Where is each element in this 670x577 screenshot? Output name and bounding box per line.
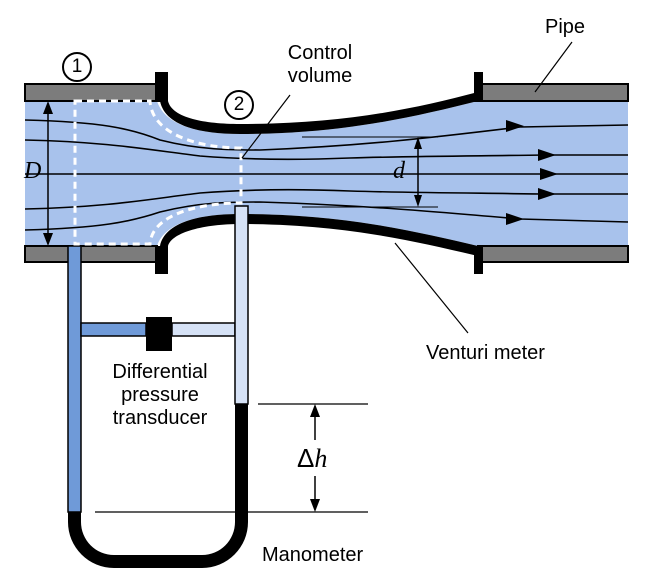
h-symbol: h — [314, 444, 328, 473]
station-2-label: 2 — [233, 94, 245, 115]
delta-h-arrow-top — [310, 404, 320, 417]
control-volume-leader — [241, 94, 291, 159]
delta-symbol: Δ — [297, 443, 315, 473]
flange-outlet-bottom — [474, 246, 483, 274]
venturi-meter-label: Venturi meter — [426, 342, 545, 364]
transducer-label-line2: pressure — [121, 384, 199, 406]
transducer-label-line3: transducer — [112, 407, 208, 429]
dimension-d-arrow-top — [414, 137, 422, 149]
venturi-wall-top — [160, 72, 478, 134]
control-volume-outline — [73, 99, 243, 246]
station-2-marker: 2 — [224, 90, 254, 120]
pipe-wall-bottom-left — [24, 245, 158, 263]
liquid-column-right — [235, 404, 248, 512]
dimension-D-arrow-top — [43, 101, 53, 114]
dimension-d-arrow-bottom — [414, 195, 422, 207]
delta-h-label: Δh — [297, 443, 327, 474]
pipe-wall-top-right — [477, 83, 629, 102]
control-volume-label-line1: Control — [287, 42, 353, 64]
venturi-wall-bottom — [160, 214, 478, 274]
manometer-label: Manometer — [262, 544, 364, 566]
streamline-arrows — [506, 120, 558, 225]
tube-left-vertical — [67, 245, 82, 513]
pipe-wall-top-left — [24, 83, 158, 102]
pipe-wall-bottom-right — [477, 245, 629, 263]
flange-outlet-top — [474, 72, 483, 102]
dimension-D-arrow-bottom — [43, 233, 53, 246]
control-volume-label-line2: volume — [287, 65, 353, 87]
delta-h-arrow-bottom — [310, 499, 320, 512]
diameter-d-label: d — [393, 158, 405, 184]
diameter-D-label: D — [24, 158, 42, 184]
venturi-meter-leader — [394, 242, 469, 334]
pipe-leader — [534, 41, 573, 93]
transducer-label: Differential pressure transducer — [90, 361, 230, 430]
tube-connector-left — [80, 322, 147, 337]
transducer-label-line1: Differential — [112, 361, 208, 383]
station-1-marker: 1 — [62, 52, 92, 82]
manometer-u-bend — [68, 512, 248, 568]
transducer-block — [146, 317, 172, 351]
station-1-label: 1 — [71, 56, 83, 77]
tube-connector-right — [171, 322, 236, 337]
tube-right-vertical — [234, 205, 249, 405]
flange-inlet-top — [155, 72, 164, 102]
flange-inlet-bottom — [155, 246, 164, 274]
pipe-label: Pipe — [545, 16, 586, 38]
control-volume-label: Control volume — [270, 42, 370, 88]
